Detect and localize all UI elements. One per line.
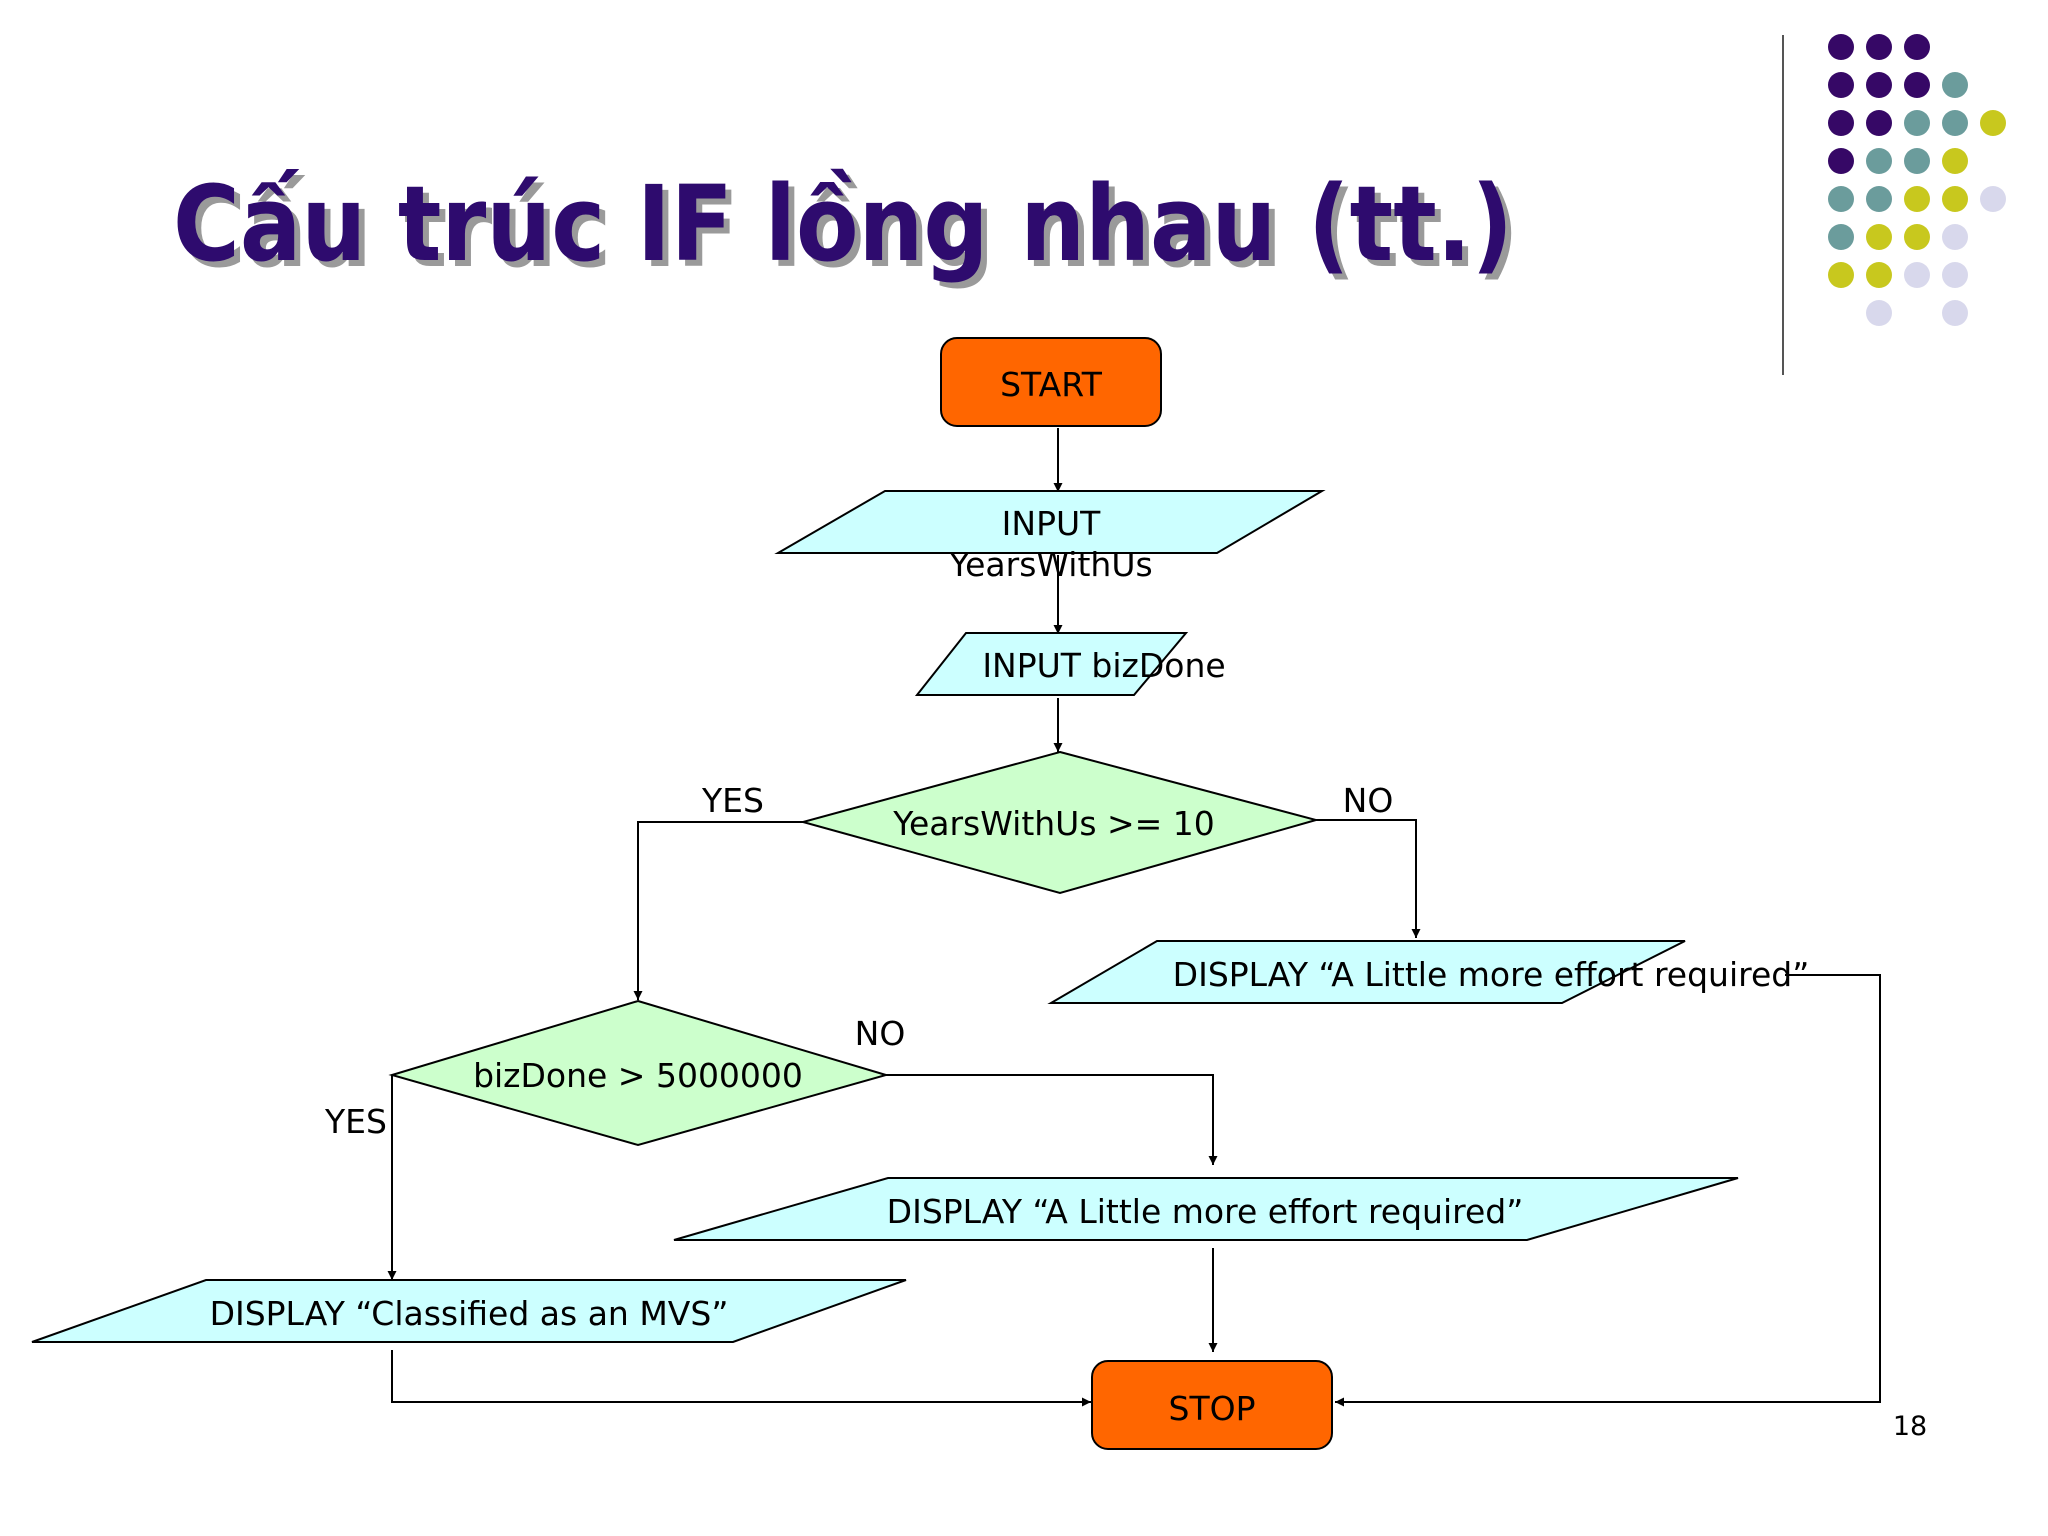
- decorative-dot: [1904, 110, 1930, 136]
- decorative-dot: [1866, 110, 1892, 136]
- arrow-decision2-no: [886, 1074, 1218, 1165]
- decorative-dot: [1942, 224, 1968, 250]
- slide-title: Cấu trúc IF lồng nhau (tt.): [173, 163, 1513, 285]
- input-bizdone-parallelogram: INPUT bizDone: [914, 632, 1226, 696]
- display-mid-label: DISPLAY “A Little more effort required”: [887, 1192, 1524, 1231]
- decorative-dot: [1866, 72, 1892, 98]
- input-bizdone-label: INPUT bizDone: [982, 646, 1225, 685]
- connectors: [387, 428, 1881, 1407]
- decorative-dot-grid: [1828, 34, 2006, 326]
- yes-label-decision-bizdone: YES: [324, 1102, 387, 1141]
- arrow-decision1-yes: [633, 821, 803, 1000]
- decorative-dot: [1866, 186, 1892, 212]
- page-number: 18: [1893, 1411, 1927, 1442]
- decorative-dot: [1904, 34, 1930, 60]
- yes-label-decision-years: YES: [701, 781, 764, 820]
- slide-title-group: Cấu trúc IF lồng nhau (tt.) Cấu trúc IF …: [173, 163, 1519, 291]
- input-years-label-line2: YearsWithUs: [948, 545, 1152, 584]
- decorative-dot: [1866, 148, 1892, 174]
- decorative-dot: [1828, 186, 1854, 212]
- decorative-dot: [1904, 148, 1930, 174]
- decorative-dot: [1828, 34, 1854, 60]
- decorative-dot: [1942, 110, 1968, 136]
- decorative-dot: [1866, 262, 1892, 288]
- decorative-dot: [1904, 262, 1930, 288]
- decorative-dot: [1904, 72, 1930, 98]
- display-top-parallelogram: DISPLAY “A Little more effort required”: [1047, 940, 1810, 1004]
- decorative-dot: [1980, 110, 2006, 136]
- decision-bizdone-label: bizDone > 5000000: [473, 1056, 803, 1095]
- decorative-dot: [1904, 186, 1930, 212]
- decorative-dot: [1828, 72, 1854, 98]
- decorative-dot: [1942, 300, 1968, 326]
- decision-years-diamond: YearsWithUs >= 10: [799, 750, 1320, 895]
- decorative-dot: [1942, 186, 1968, 212]
- decorative-dot: [1866, 224, 1892, 250]
- input-years-label-line1: INPUT: [1002, 504, 1101, 543]
- display-top-label: DISPLAY “A Little more effort required”: [1173, 955, 1810, 994]
- decorative-dot: [1942, 72, 1968, 98]
- input-years-parallelogram: INPUT YearsWithUs: [774, 490, 1326, 584]
- decision-years-label: YearsWithUs >= 10: [892, 804, 1215, 843]
- decorative-dot: [1866, 34, 1892, 60]
- decorative-dot: [1942, 148, 1968, 174]
- arrow-display-top-to-stop: [1335, 974, 1881, 1407]
- decorative-dot: [1866, 300, 1892, 326]
- decorative-dot: [1828, 262, 1854, 288]
- slide-title-shadow: Cấu trúc IF lồng nhau (tt.): [179, 169, 1519, 291]
- no-label-decision-years: NO: [1343, 781, 1394, 820]
- display-mvs-label: DISPLAY “Classified as an MVS”: [210, 1294, 729, 1333]
- arrow-decision1-no: [1316, 819, 1421, 938]
- decorative-dot: [1828, 148, 1854, 174]
- decorative-dot: [1980, 186, 2006, 212]
- decision-bizdone-diamond: bizDone > 5000000: [388, 999, 890, 1147]
- start-label: START: [1000, 365, 1103, 404]
- decorative-dot: [1904, 224, 1930, 250]
- stop-label: STOP: [1169, 1389, 1256, 1428]
- no-label-decision-bizdone: NO: [855, 1014, 906, 1053]
- stop-terminal: STOP: [1091, 1360, 1333, 1450]
- decorative-dot: [1828, 110, 1854, 136]
- display-mvs-parallelogram: DISPLAY “Classified as an MVS”: [31, 1279, 907, 1343]
- display-mid-parallelogram: DISPLAY “A Little more effort required”: [673, 1177, 1739, 1241]
- start-terminal: START: [940, 337, 1162, 427]
- arrow-mvs-to-stop: [391, 1350, 1091, 1407]
- decorative-dot: [1828, 224, 1854, 250]
- decorative-dot: [1942, 262, 1968, 288]
